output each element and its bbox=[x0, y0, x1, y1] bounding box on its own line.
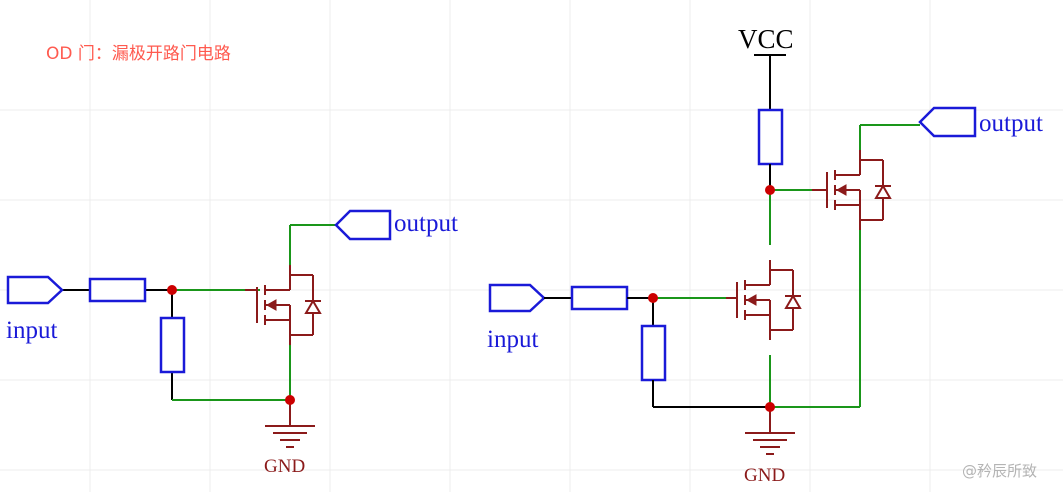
ground-symbol bbox=[264, 425, 316, 448]
output-port bbox=[334, 209, 392, 241]
input-port bbox=[488, 283, 546, 313]
output-label: output bbox=[979, 110, 1043, 137]
ground-label: GND bbox=[264, 456, 305, 477]
ground-symbol bbox=[744, 432, 796, 455]
pulldown-resistor bbox=[640, 324, 667, 382]
input-label: input bbox=[6, 317, 57, 344]
output-label: output bbox=[394, 210, 458, 237]
vcc-label: VCC bbox=[738, 24, 794, 54]
input-port bbox=[6, 275, 64, 305]
ground-label: GND bbox=[744, 465, 785, 486]
pulldown-resistor bbox=[159, 316, 186, 374]
watermark: @矜辰所致 bbox=[962, 462, 1038, 480]
junction-dot bbox=[285, 395, 295, 405]
junction-dot bbox=[765, 185, 775, 195]
output-port bbox=[918, 106, 977, 138]
nmos-transistor-upper bbox=[826, 149, 892, 231]
right-circuit: VCC output input bbox=[487, 24, 1043, 486]
diagram-title: OD 门：漏极开路门电路 bbox=[46, 44, 231, 64]
series-resistor bbox=[570, 285, 629, 311]
junction-dot bbox=[765, 402, 775, 412]
left-od-circuit: input output GND bbox=[6, 209, 458, 477]
junction-dot bbox=[167, 285, 177, 295]
series-resistor bbox=[88, 277, 147, 303]
nmos-transistor-lower bbox=[735, 258, 803, 342]
nmos-transistor bbox=[256, 264, 322, 346]
junction-dot bbox=[648, 293, 658, 303]
pullup-resistor bbox=[757, 108, 784, 166]
input-label: input bbox=[487, 326, 538, 353]
